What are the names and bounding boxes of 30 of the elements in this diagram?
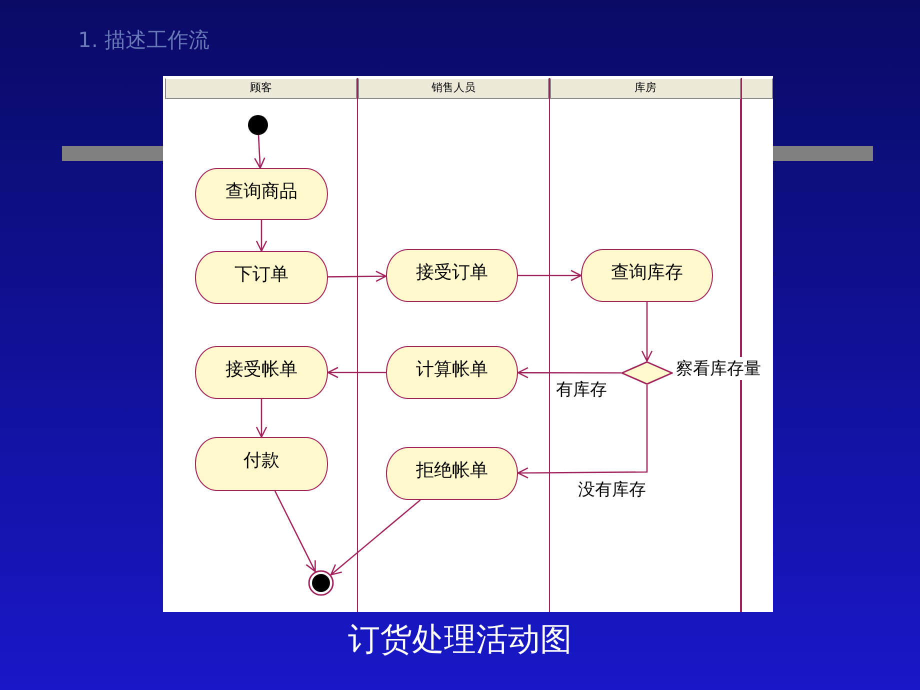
arrow bbox=[330, 500, 421, 576]
start-dot bbox=[248, 115, 268, 135]
arrow bbox=[256, 399, 268, 438]
activity-box: 付款 bbox=[195, 437, 328, 491]
arrow bbox=[327, 366, 386, 378]
slide-title: 1. 描述工作流 bbox=[78, 27, 210, 54]
caption: 订货处理活动图 bbox=[347, 619, 573, 660]
arrow bbox=[254, 134, 266, 169]
arrow bbox=[328, 270, 387, 282]
lane-header: 销售人员 bbox=[358, 78, 549, 99]
activity-box: 接受订单 bbox=[386, 249, 518, 302]
lane-header: 顾客 bbox=[165, 78, 357, 99]
arrow bbox=[641, 302, 653, 362]
decision-caption: 察看库存量 bbox=[676, 357, 761, 380]
activity-box: 拒绝帐单 bbox=[386, 447, 518, 500]
arrow bbox=[256, 220, 268, 252]
arrow bbox=[517, 367, 622, 378]
activity-box: 计算帐单 bbox=[386, 346, 518, 399]
arrow bbox=[517, 385, 648, 479]
decision-diamond bbox=[621, 361, 673, 385]
activity-box: 查询库存 bbox=[581, 249, 713, 302]
activity-box: 接受帐单 bbox=[195, 346, 328, 399]
activity-box: 下订单 bbox=[195, 251, 328, 304]
end-dot bbox=[308, 570, 334, 596]
arrow bbox=[274, 490, 316, 572]
arrow bbox=[518, 270, 582, 282]
lane-header: 库房 bbox=[550, 78, 741, 99]
activity-box: 查询商品 bbox=[195, 168, 328, 220]
swimlane bbox=[165, 78, 358, 612]
swimlane bbox=[358, 78, 550, 612]
